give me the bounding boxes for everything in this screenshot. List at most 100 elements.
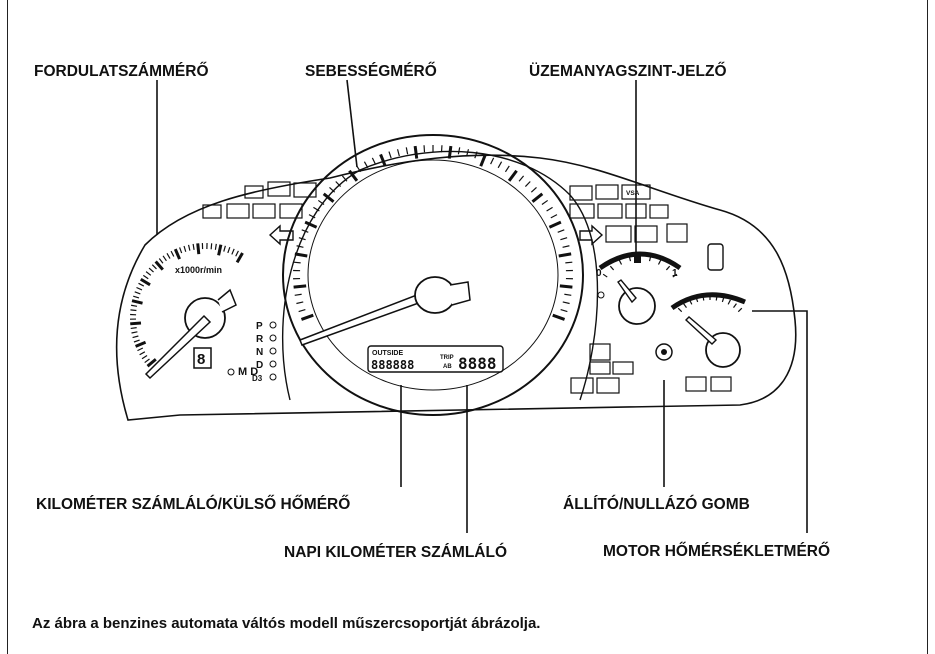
tick — [721, 297, 725, 303]
tick — [727, 299, 731, 305]
tick — [559, 284, 573, 289]
tick — [134, 291, 141, 295]
tick — [695, 297, 699, 303]
tick — [173, 248, 181, 260]
tick — [371, 157, 376, 165]
tick — [335, 181, 342, 187]
tick — [145, 271, 152, 276]
tick — [141, 354, 148, 360]
tick — [672, 273, 678, 278]
tick — [565, 261, 573, 264]
tick — [293, 261, 301, 264]
gear-position-label: D — [256, 360, 263, 371]
label-fuel-gauge: ÜZEMANYAGSZINT-JELZŐ — [529, 62, 727, 80]
tick — [405, 147, 409, 155]
door-open-icon — [707, 243, 724, 271]
speedometer-inner-ring — [307, 159, 559, 391]
tick — [313, 206, 320, 212]
leader-lines — [156, 79, 808, 533]
gear-position-indicator — [269, 373, 277, 381]
gear-indicator-digit: 8 — [197, 351, 205, 368]
tick — [196, 243, 201, 255]
tachometer-needle — [144, 314, 212, 380]
tick — [298, 237, 306, 241]
tick — [154, 260, 164, 271]
label-odometer: KILOMÉTER SZÁMLÁLÓ/KÜLSŐ HŐMÉRŐ — [36, 495, 350, 513]
display-odometer-digits: 888888 — [371, 358, 414, 372]
tick — [665, 265, 671, 271]
tick — [308, 214, 316, 219]
warning-lamps-right — [569, 184, 732, 394]
tick — [298, 309, 306, 313]
tick — [162, 255, 167, 262]
tick — [148, 267, 154, 273]
gear-indicator-box — [193, 347, 212, 369]
gear-position-label: N — [256, 347, 263, 358]
tick — [130, 321, 142, 326]
tick — [301, 229, 309, 233]
temp-gauge-arc — [670, 292, 746, 311]
tick — [683, 303, 687, 308]
tick — [192, 243, 195, 250]
tick — [146, 358, 157, 368]
display-trip-label: TRIP — [440, 355, 454, 361]
tick — [413, 145, 419, 159]
tick — [552, 313, 566, 321]
label-select-reset: ÁLLÍTÓ/NULLÁZÓ GOMB — [563, 495, 750, 513]
right-turn-signal-icon — [579, 224, 604, 246]
label-speedometer: SEBESSÉGMÉRŐ — [305, 62, 437, 80]
tick — [317, 199, 325, 205]
tick — [294, 293, 302, 296]
tick — [618, 259, 623, 265]
tick — [518, 175, 525, 182]
gear-position-label: R — [256, 334, 264, 345]
leader-speedometer — [346, 79, 358, 168]
tick — [329, 187, 336, 193]
tick — [379, 153, 387, 167]
tick — [348, 169, 359, 182]
tick — [132, 335, 139, 339]
tick — [294, 252, 308, 258]
tick — [130, 309, 137, 312]
left-turn-signal-icon — [268, 224, 294, 246]
tick — [293, 284, 307, 289]
tach-unit-label: x1000r/min — [175, 265, 222, 275]
tick — [550, 214, 558, 219]
figure-frame — [7, 0, 928, 654]
gear-position-label: P — [256, 321, 263, 332]
gear-position-indicator — [269, 347, 277, 355]
tick — [546, 206, 553, 212]
tick — [497, 161, 503, 169]
gear-position-label: D3 — [252, 374, 263, 383]
tick — [677, 307, 683, 313]
speedometer-hub — [414, 276, 456, 314]
tick — [166, 253, 171, 259]
tick — [131, 331, 138, 334]
tick — [341, 175, 348, 182]
tick — [733, 303, 737, 308]
tick — [214, 243, 217, 250]
tick — [296, 245, 304, 248]
gear-position-indicator — [269, 334, 277, 342]
tick — [235, 252, 244, 264]
tick — [396, 149, 400, 157]
tick — [657, 259, 662, 265]
speedometer-ticks — [293, 145, 573, 321]
fuel-gauge-arc — [598, 251, 682, 271]
tick — [136, 286, 143, 291]
figure-caption: Az ábra a benzines automata váltós model… — [32, 615, 541, 632]
gear-position-indicator — [269, 321, 277, 329]
tick — [388, 151, 392, 159]
tick — [183, 245, 187, 252]
md-indicator — [227, 368, 235, 376]
tick — [138, 282, 145, 287]
tick — [137, 347, 144, 352]
select-reset-knob[interactable] — [655, 343, 673, 361]
tick — [231, 248, 235, 255]
tick — [133, 339, 140, 343]
tick — [139, 351, 146, 356]
fuel-gauge-needle — [617, 279, 637, 304]
tachometer-ticks — [129, 243, 244, 368]
tick — [131, 299, 143, 305]
tick — [648, 256, 652, 262]
